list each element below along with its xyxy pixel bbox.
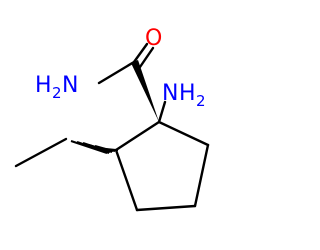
ethyl-bond-ch2-ch3 [14,137,68,168]
svg-text:2: 2 [196,92,206,110]
svg-text:H: H [35,73,52,98]
ring-bond-c1-c2 [157,120,210,147]
structure-canvas: O H 2 N N H 2 [14,26,210,212]
amine-nh2-label: N H 2 [162,81,206,110]
ring-bond-c2-c3 [193,143,210,208]
svg-text:H: H [179,81,196,106]
oxygen-label: O [145,26,162,51]
amide-nh2-label: H 2 N [35,73,78,102]
bond-c1-amine-n [157,100,167,124]
ring-bond-c5-c1 [114,120,161,152]
svg-text:2: 2 [52,84,62,102]
ring-bond-c4-c5 [114,148,139,212]
svg-text:N: N [62,73,78,98]
hashed-wedge-bond-ethyl [70,140,118,154]
wedge-bond-carboxamide [131,60,159,122]
bond-carbonyl-amide-n [97,60,136,85]
bond-carbonyl-o-line1 [132,42,149,64]
molecule-drawing: O H 2 N N H 2 [14,26,210,212]
bond-carbonyl-o-line2 [138,46,155,69]
svg-text:N: N [162,81,178,106]
ring-bond-c3-c4 [135,204,197,212]
